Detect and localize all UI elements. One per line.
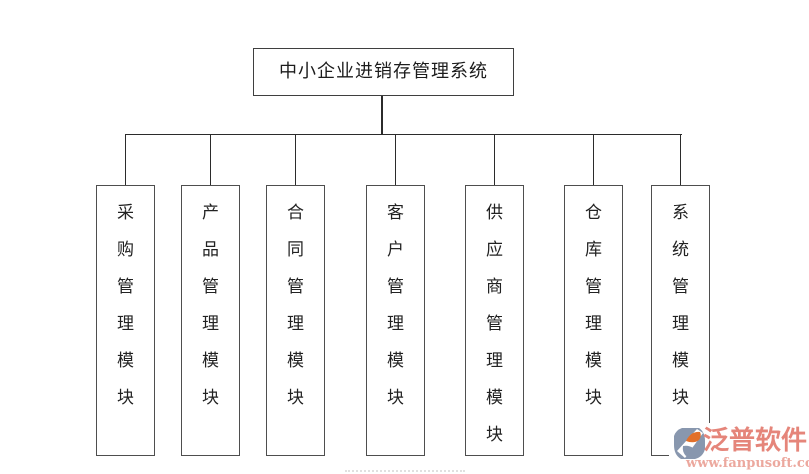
connector-drop-2 — [210, 134, 211, 185]
connector-drop-3 — [295, 134, 296, 185]
module-box-product: 产品管理模块 — [181, 185, 240, 456]
module-label: 客户管理模块 — [387, 203, 404, 408]
fanpu-logo-icon — [674, 428, 705, 459]
vendor-watermark: 泛普软件 www.fanpusoft.com — [669, 423, 809, 474]
module-box-system: 系统管理模块 — [651, 185, 710, 456]
module-label: 合同管理模块 — [287, 203, 304, 408]
connector-horizontal-bus — [125, 134, 682, 135]
connector-drop-7 — [680, 134, 681, 185]
vendor-url-text: www.fanpusoft.com — [686, 456, 809, 471]
connector-drop-6 — [593, 134, 594, 185]
connector-drop-5 — [494, 134, 495, 185]
module-label: 产品管理模块 — [202, 203, 219, 408]
vendor-brand-text: 泛普软件 — [703, 426, 808, 456]
module-box-procurement: 采购管理模块 — [96, 185, 155, 456]
connector-stem — [381, 96, 383, 135]
connector-drop-4 — [395, 134, 396, 185]
module-box-contract: 合同管理模块 — [266, 185, 325, 456]
module-box-warehouse: 仓库管理模块 — [564, 185, 623, 456]
module-label: 仓库管理模块 — [585, 203, 602, 408]
cropped-caption-remnant — [345, 470, 465, 474]
root-node-title: 中小企业进销存管理系统 — [253, 48, 514, 96]
module-label: 系统管理模块 — [672, 203, 689, 408]
module-box-customer: 客户管理模块 — [366, 185, 425, 456]
module-label: 供应商管理模块 — [486, 203, 503, 445]
module-label: 采购管理模块 — [117, 203, 134, 408]
module-box-supplier: 供应商管理模块 — [465, 185, 524, 456]
connector-drop-1 — [125, 134, 126, 185]
